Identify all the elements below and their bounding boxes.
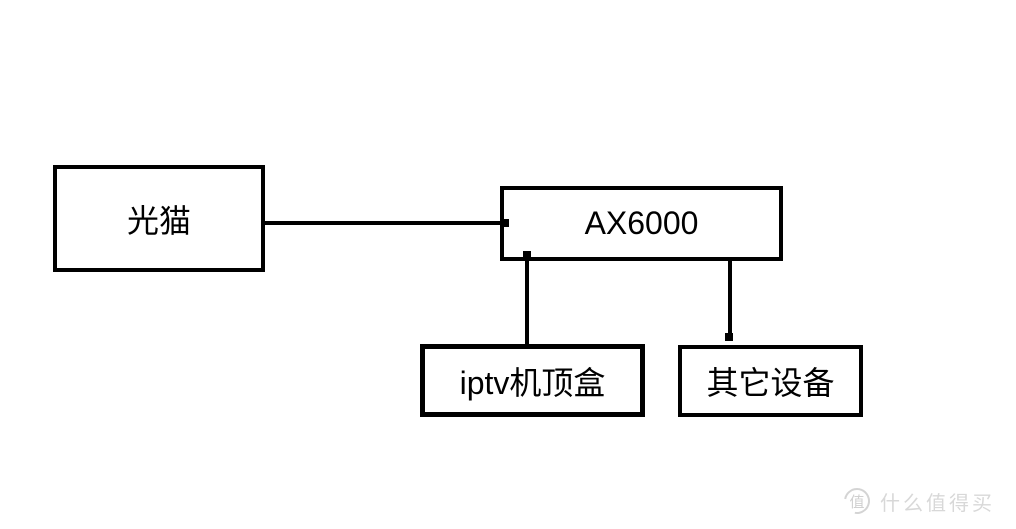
node-other-label: 其它设备 — [706, 365, 835, 401]
connector-dot — [501, 219, 509, 227]
connector-dot — [725, 333, 733, 341]
watermark-text: 什么值得买 — [880, 492, 995, 515]
smzdm-logo-icon: 值 — [838, 482, 876, 520]
connector-dot — [523, 251, 531, 259]
node-modem: 光猫 — [53, 165, 265, 272]
node-modem-label: 光猫 — [126, 202, 191, 239]
edge-modem-router — [265, 221, 504, 225]
node-router: AX6000 — [500, 186, 783, 261]
edge-router-other — [728, 259, 732, 335]
node-router-label: AX6000 — [584, 205, 699, 241]
node-other: 其它设备 — [678, 345, 863, 417]
edge-router-iptv — [525, 259, 529, 344]
node-iptv: iptv机顶盒 — [420, 344, 645, 417]
logo-char: 值 — [849, 493, 865, 511]
watermark: 值 什么值得买 — [838, 482, 995, 520]
node-iptv-label: iptv机顶盒 — [459, 364, 606, 401]
